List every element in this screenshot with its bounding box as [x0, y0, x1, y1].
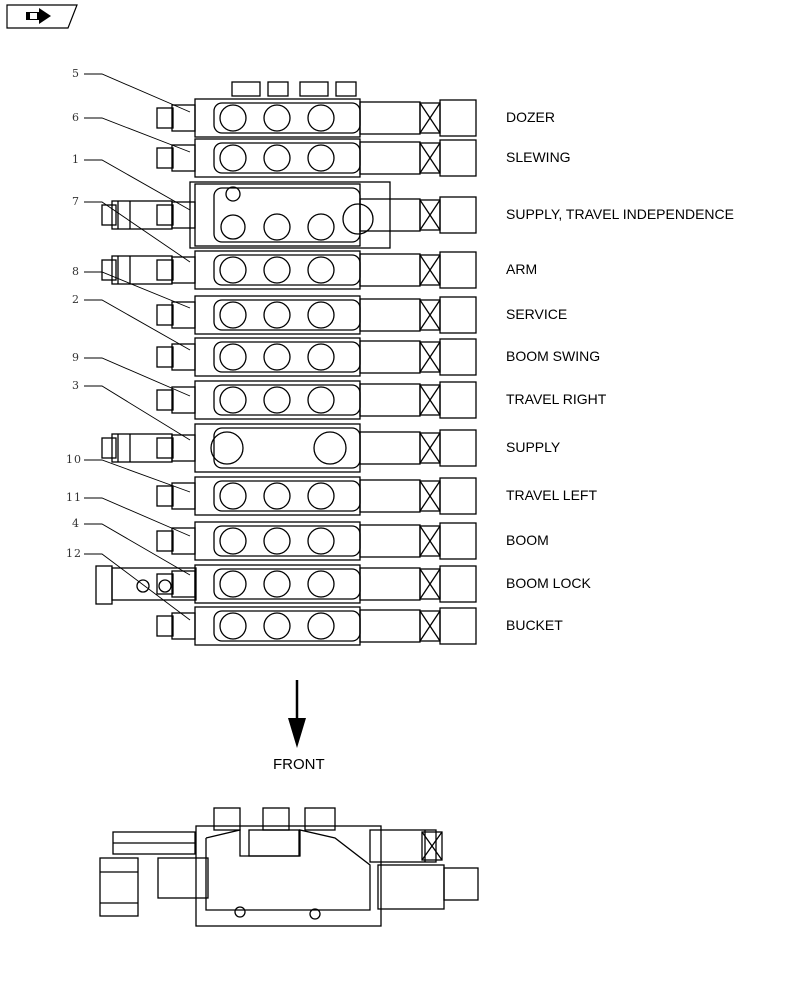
callout-number: 10 — [66, 453, 82, 466]
valve-section-supply-travel-independence — [101, 181, 477, 249]
callout-number: 5 — [72, 67, 80, 80]
callout-leader — [84, 117, 191, 153]
callout-leader — [84, 385, 191, 441]
label-supply: SUPPLY — [506, 439, 561, 455]
callout-leaders — [84, 73, 191, 621]
callout-number: 6 — [72, 111, 80, 124]
valve-section-boom — [156, 521, 477, 561]
label-boom-swing: BOOM SWING — [506, 348, 601, 364]
callout-leader — [84, 357, 191, 397]
valve-section-travel-right — [156, 380, 477, 420]
valve-section-service — [156, 295, 477, 335]
callout-number: 9 — [72, 351, 80, 364]
label-service: SERVICE — [506, 306, 568, 322]
label-travel-right: TRAVEL RIGHT — [506, 391, 607, 407]
callout-leader — [84, 271, 191, 309]
callout-leader — [84, 553, 191, 621]
valve-section-slewing — [156, 138, 477, 178]
nav-arrow-badge[interactable] — [6, 4, 78, 29]
valve-section-bucket — [156, 606, 477, 646]
callout-number: 1 — [72, 153, 80, 166]
front-view-drawing — [99, 807, 479, 927]
label-boom: BOOM — [506, 532, 549, 548]
callout-leader — [84, 459, 191, 493]
arrow-right-icon — [26, 8, 51, 24]
callout-leader — [84, 201, 191, 263]
callout-number: 11 — [66, 491, 82, 504]
label-travel-left: TRAVEL LEFT — [506, 487, 598, 503]
label-bucket: BUCKET — [506, 617, 563, 633]
label-boom-lock: BOOM LOCK — [506, 575, 591, 591]
callout-number: 4 — [72, 517, 80, 530]
label-slewing: SLEWING — [506, 149, 571, 165]
valve-sections — [95, 81, 477, 646]
callout-leader — [84, 299, 191, 351]
callout-number: 12 — [66, 547, 82, 560]
front-label: FRONT — [273, 756, 325, 773]
callout-leader — [84, 497, 191, 537]
callout-leader — [84, 73, 191, 113]
front-arrow-icon — [288, 680, 306, 748]
label-supply-travel-independence: SUPPLY, TRAVEL INDEPENDENCE — [506, 206, 734, 222]
valve-section-supply — [101, 423, 477, 473]
callout-leader — [84, 159, 191, 211]
valve-section-arm — [101, 250, 477, 290]
callout-number: 3 — [72, 379, 80, 392]
valve-section-boom-swing — [156, 337, 477, 377]
valve-section-dozer — [156, 98, 477, 138]
valve-section-travel-left — [156, 476, 477, 516]
callout-leader — [84, 523, 191, 576]
callout-number: 8 — [72, 265, 80, 278]
callout-number: 2 — [72, 293, 80, 306]
label-arm: ARM — [506, 261, 538, 277]
valve-section-boom-lock — [95, 564, 477, 605]
callout-number: 7 — [72, 195, 80, 208]
label-dozer: DOZER — [506, 109, 555, 125]
